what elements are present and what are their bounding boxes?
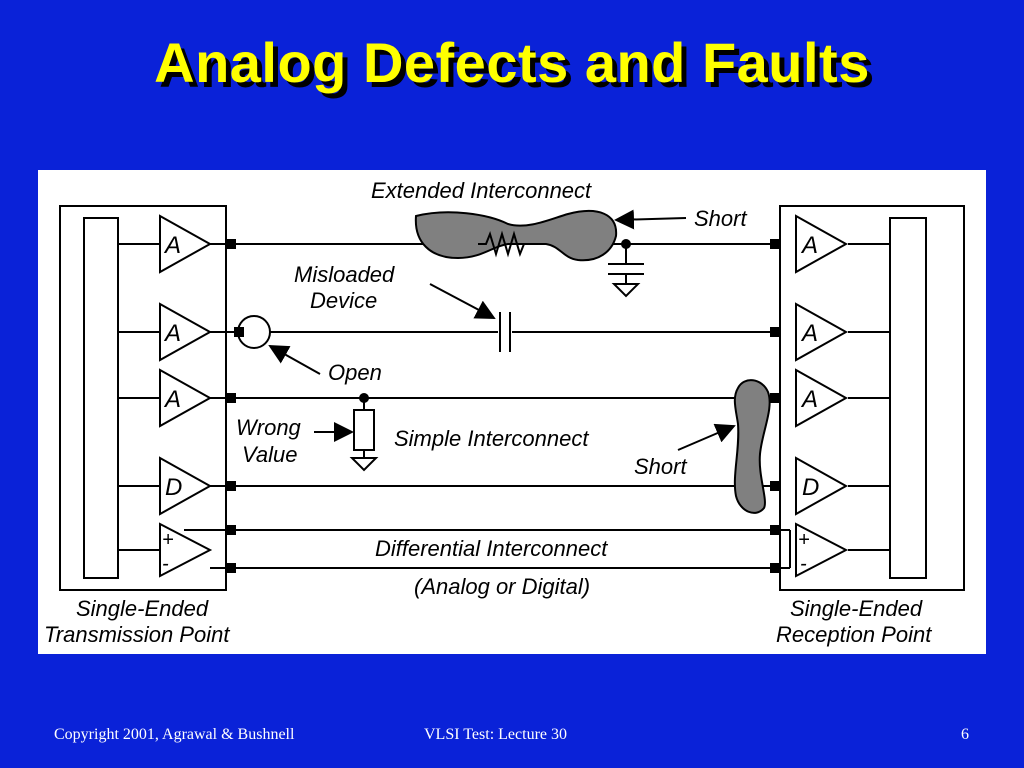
tx-buffer-a-3: A	[159, 368, 213, 428]
extended-interconnect-blob	[414, 210, 618, 262]
label-rx-line2: Reception Point	[776, 622, 932, 647]
wrong-value-resistor	[349, 393, 379, 472]
label-tx-line2: Transmission Point	[44, 622, 230, 647]
rx-buffer-a-2: A	[795, 302, 849, 362]
label-open: Open	[328, 360, 382, 385]
svg-text:A: A	[800, 386, 818, 413]
svg-text:A: A	[163, 232, 181, 259]
resistor-symbol	[478, 230, 534, 258]
label-tx-line1: Single-Ended	[76, 596, 209, 621]
footer-copyright: Copyright 2001, Agrawal & Bushnell	[54, 726, 295, 743]
svg-text:D: D	[165, 474, 182, 501]
tx-buffer-a-1: A	[159, 214, 213, 274]
tx-buffer-a-2: A	[159, 302, 213, 362]
label-short-right: Short	[634, 454, 687, 479]
svg-text:D: D	[802, 474, 819, 501]
svg-text:+: +	[162, 529, 174, 551]
tx-buffer-differential: + -	[159, 522, 213, 578]
label-extended-interconnect: Extended Interconnect	[371, 178, 592, 203]
ground-capacitor	[608, 239, 644, 298]
svg-text:A: A	[800, 320, 818, 347]
rx-buffer-a-1: A	[795, 214, 849, 274]
rx-buffer-differential: + -	[795, 522, 849, 578]
svg-text:+: +	[798, 529, 810, 551]
svg-text:A: A	[800, 232, 818, 259]
footer-page-number: 6	[961, 726, 969, 743]
label-simple-interconnect: Simple Interconnect	[394, 426, 589, 451]
rx-buffer-d: D	[795, 456, 849, 516]
analog-fault-diagram: A A A D + - A A A D + -	[38, 170, 986, 654]
signal-lines	[118, 243, 890, 569]
svg-text:A: A	[163, 386, 181, 413]
short-defect-blob	[733, 379, 771, 514]
svg-text:-: -	[162, 553, 169, 575]
callout-arrows	[268, 209, 736, 451]
label-analog-or-digital: (Analog or Digital)	[414, 574, 590, 599]
footer-lecture: VLSI Test: Lecture 30	[424, 726, 567, 743]
label-short-top: Short	[694, 206, 747, 231]
label-misloaded-line2: Device	[310, 288, 377, 313]
tx-buffer-d: D	[159, 456, 213, 516]
pads	[226, 239, 780, 573]
label-misloaded-line1: Misloaded	[294, 262, 395, 287]
open-pad	[234, 327, 244, 337]
misloaded-capacitor	[499, 312, 511, 352]
label-differential-interconnect: Differential Interconnect	[375, 536, 608, 561]
slide-title: Analog Defects and Faults	[154, 31, 870, 94]
label-wrong-line2: Value	[242, 442, 297, 467]
label-wrong-line1: Wrong	[236, 415, 302, 440]
rx-buffer-a-3: A	[795, 368, 849, 428]
svg-text:A: A	[163, 320, 181, 347]
svg-text:-: -	[800, 553, 807, 575]
label-rx-line1: Single-Ended	[790, 596, 923, 621]
